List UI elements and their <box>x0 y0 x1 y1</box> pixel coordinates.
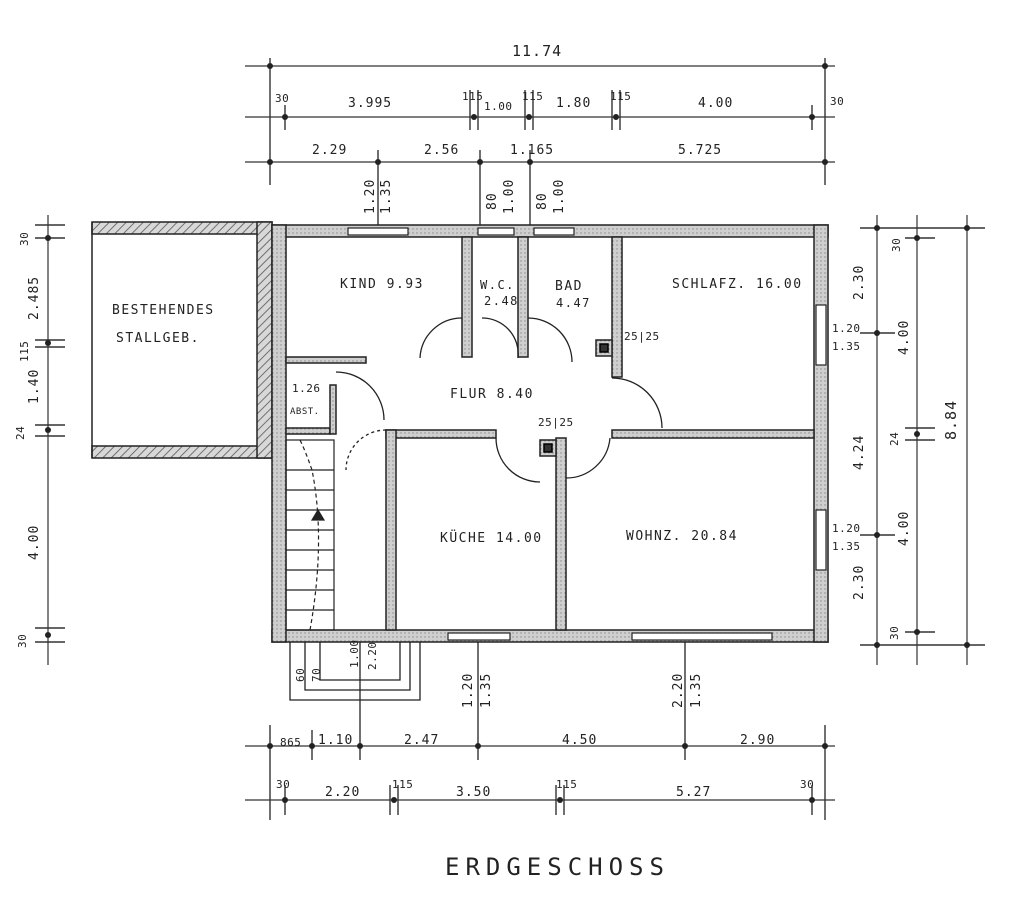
dim-left-2: 115 <box>18 340 31 362</box>
dim-top-r2-4: 115 <box>522 90 544 103</box>
room-flur: FLUR 8.40 <box>450 387 534 402</box>
dim-bottom-r2-0: 30 <box>276 778 291 791</box>
dim-bottom-r1-0: 865 <box>280 736 302 749</box>
dim-top-r2-5: 1.80 <box>556 96 592 111</box>
step-a: 60 <box>294 667 307 682</box>
room-bad-area: 4.47 <box>556 296 591 310</box>
dim-top-r2-0: 30 <box>275 92 290 105</box>
dim-right-mid-3: 4.00 <box>897 510 912 546</box>
dim-bottom-r1-1: 1.10 <box>318 733 354 748</box>
dim-top-r3-1: 2.56 <box>424 143 460 158</box>
dim-left-0: 30 <box>18 231 31 246</box>
wohnz-window-height-side: 1.35 <box>832 540 861 553</box>
dim-right-outer-2: 2.30 <box>852 564 867 600</box>
dim-left-3: 1.40 <box>27 368 42 404</box>
chimney-marks <box>543 343 609 453</box>
dim-left-4: 24 <box>14 425 27 440</box>
dimension-lines <box>35 58 985 820</box>
dim-top-overall: 11.74 <box>512 42 563 60</box>
dim-top-r2-2: 115 <box>462 90 484 103</box>
dim-top-r2-3: 1.00 <box>484 100 513 113</box>
dim-top-r3-2: 1.165 <box>510 143 555 158</box>
dim-top-r2-8: 30 <box>830 95 845 108</box>
dim-right-mid-1: 4.00 <box>897 319 912 355</box>
dim-left-1: 2.485 <box>27 275 42 320</box>
wohnz-window-height: 1.35 <box>689 672 704 708</box>
plan-title: ERDGESCHOSS <box>445 853 670 881</box>
dim-bottom-r2-2: 115 <box>392 778 414 791</box>
dim-bottom-r2-5: 5.27 <box>676 785 712 800</box>
kind-window-height: 1.35 <box>379 178 394 214</box>
door-height: 2.20 <box>366 641 379 671</box>
bad-window-width: 80 <box>535 192 550 210</box>
dim-left-5: 4.00 <box>27 524 42 560</box>
schlafz-window-width: 1.20 <box>832 322 861 335</box>
dim-bottom-r2-1: 2.20 <box>325 785 361 800</box>
windows <box>347 227 827 641</box>
door-width: 1.00 <box>348 639 361 669</box>
entrance-steps <box>289 642 421 701</box>
dim-right-mid-0: 30 <box>890 237 903 252</box>
schlafz-window-height: 1.35 <box>832 340 861 353</box>
dim-right-outer-0: 2.30 <box>852 264 867 300</box>
staircase <box>285 439 335 631</box>
wohnz-window-width: 2.20 <box>671 672 686 708</box>
dim-bottom-r1-3: 4.50 <box>562 733 598 748</box>
bad-window-height: 1.00 <box>552 178 567 214</box>
dim-top-r2-1: 3.995 <box>348 96 393 111</box>
dim-top-r3-3: 5.725 <box>678 143 723 158</box>
dim-bottom-r2-6: 30 <box>800 778 815 791</box>
dim-right-mid-2: 24 <box>888 431 901 446</box>
existing-stable-building <box>91 221 273 459</box>
dimension-ticks <box>45 63 970 803</box>
kueche-window-width: 1.20 <box>461 672 476 708</box>
dim-top-r2-7: 4.00 <box>698 96 734 111</box>
room-wc-area: 2.48 <box>484 294 519 308</box>
dim-bottom-r2-4: 115 <box>556 778 578 791</box>
room-wohnz: WOHNZ. 20.84 <box>626 529 738 544</box>
room-kueche: KÜCHE 14.00 <box>440 531 543 546</box>
room-schlafz: SCHLAFZ. 16.00 <box>672 277 803 292</box>
dim-top-r2-6: 115 <box>610 90 632 103</box>
door-swings <box>335 317 663 483</box>
wc-window-height: 1.00 <box>502 178 517 214</box>
dim-right-overall: 8.84 <box>942 399 960 440</box>
abst-area: 1.26 <box>292 382 321 395</box>
room-bad: BAD <box>555 279 583 294</box>
room-kind: KIND 9.93 <box>340 277 424 292</box>
dim-right-mid-4: 30 <box>888 625 901 640</box>
existing-building-label-2: STALLGEB. <box>116 331 200 346</box>
wohnz-window-width-side: 1.20 <box>832 522 861 535</box>
kind-window-width: 1.20 <box>363 178 378 214</box>
dim-right-outer-1: 4.24 <box>852 434 867 470</box>
kueche-window-height: 1.35 <box>479 672 494 708</box>
abst-label: ABST. <box>290 407 320 417</box>
dim-bottom-r1-4: 2.90 <box>740 733 776 748</box>
dim-bottom-r1-2: 2.47 <box>404 733 440 748</box>
chimney-upper-label: 25|25 <box>624 330 660 343</box>
room-wc: W.C. <box>480 278 515 292</box>
existing-building-label-1: BESTEHENDES <box>112 303 215 318</box>
dim-top-r3-0: 2.29 <box>312 143 348 158</box>
dim-bottom-r2-3: 3.50 <box>456 785 492 800</box>
chimney-lower-label: 25|25 <box>538 416 574 429</box>
dim-left-6: 30 <box>16 633 29 648</box>
wc-window-width: 80 <box>485 192 500 210</box>
step-b: 70 <box>310 667 323 682</box>
